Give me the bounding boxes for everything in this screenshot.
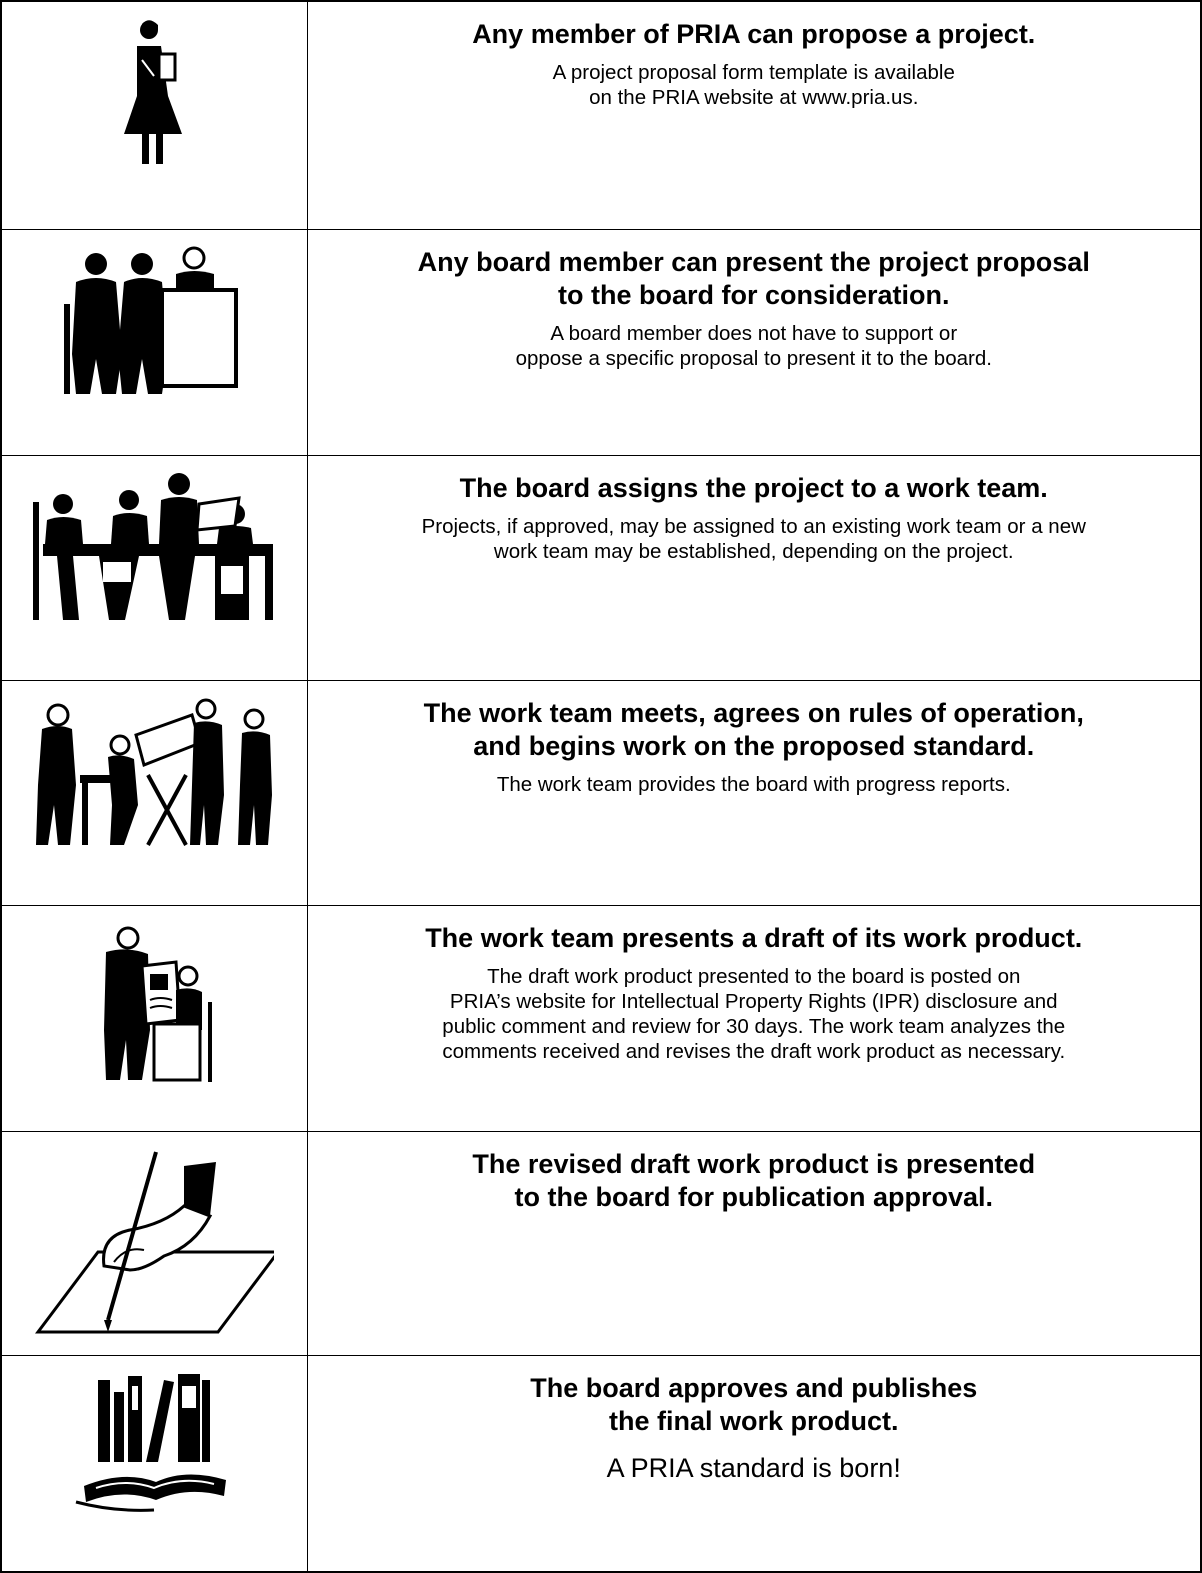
step-row-3: The board assigns the project to a work … [0,454,1202,681]
presenting-document-icon [104,926,213,1082]
step-text-cell: The board assigns the project to a work … [306,454,1202,681]
step-title: Any member of PRIA can propose a project… [472,19,1036,49]
step-title: Any board member can present the project… [417,246,1090,310]
team-at-drafting-table-icon [36,698,273,846]
step-text-cell: Any board member can present the project… [306,228,1202,456]
step-text-cell: Any member of PRIA can propose a project… [306,0,1202,230]
step-row-2: Any board member can present the project… [0,228,1202,456]
step-row-7: The board approves and publishes the fin… [0,1354,1202,1573]
step-icon-cell [0,904,308,1132]
person-with-clipboard-icon [124,20,183,164]
step-title: The board assigns the project to a work … [459,472,1048,503]
step-description: A PRIA standard is born! [606,1452,901,1483]
step-row-5: The work team presents a draft of its wo… [0,904,1202,1132]
step-row-6: The revised draft work product is presen… [0,1130,1202,1356]
step-row-4: The work team meets, agrees on rules of … [0,679,1202,906]
step-text-cell: The board approves and publishes the fin… [306,1354,1202,1573]
people-at-podium-icon [64,246,239,394]
step-text-cell: The revised draft work product is presen… [306,1130,1202,1356]
step-title: The revised draft work product is presen… [472,1148,1036,1212]
hand-signing-icon [35,1150,275,1333]
step-text-cell: The work team meets, agrees on rules of … [306,679,1202,906]
step-description: Projects, if approved, may be assigned t… [421,514,1086,563]
step-description: The draft work product presented to the … [442,964,1066,1063]
step-title: The work team presents a draft of its wo… [425,922,1083,953]
step-icon-cell [0,228,308,456]
step-title: The board approves and publishes the fin… [530,1372,978,1436]
step-icon-cell [0,0,308,230]
step-text-cell: The work team presents a draft of its wo… [306,904,1202,1132]
step-description: A project proposal form template is avai… [552,61,955,109]
step-title: The work team meets, agrees on rules of … [423,697,1084,761]
step-icon-cell [0,1354,308,1573]
step-description: The work team provides the board with pr… [496,772,1011,796]
books-icon [75,1373,227,1512]
step-icon-cell [0,454,308,681]
step-icon-cell [0,1130,308,1356]
step-description: A board member does not have to support … [515,321,992,370]
step-icon-cell [0,679,308,906]
step-row-1: Any member of PRIA can propose a project… [0,0,1202,230]
board-meeting-table-icon [33,472,274,620]
